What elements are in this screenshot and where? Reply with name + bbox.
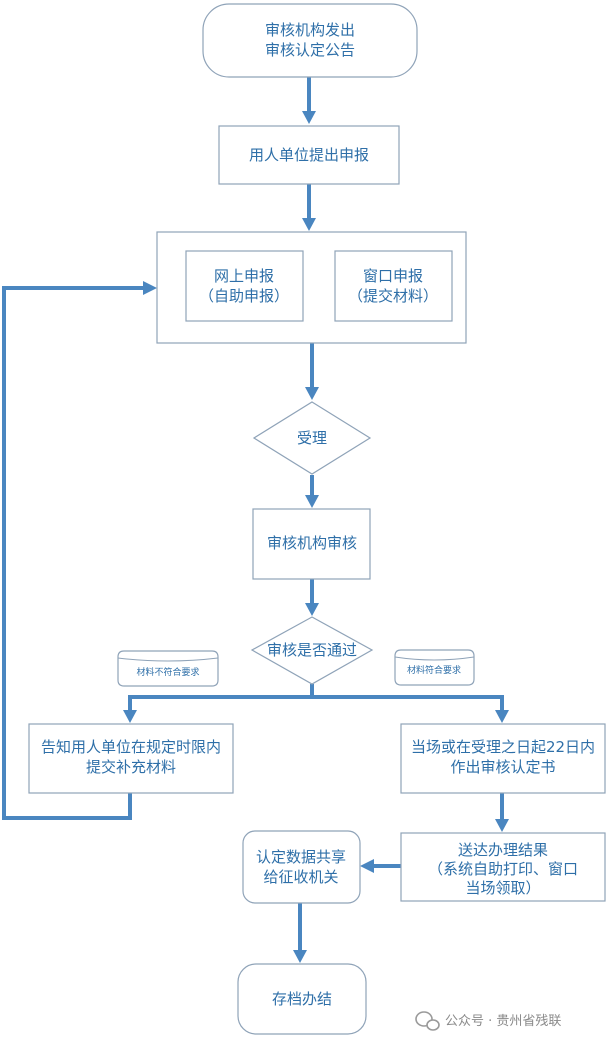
deliver-line-3: 当场领取） xyxy=(465,879,540,897)
tag-ok: 材料符合要求 xyxy=(394,649,475,686)
archive-label: 存档办结 xyxy=(272,990,332,1008)
online-line-2: （自助申报） xyxy=(199,287,289,305)
apply-label: 用人单位提出申报 xyxy=(249,146,369,164)
node-notify: 告知用人单位在规定时限内 提交补充材料 xyxy=(28,723,234,794)
node-share: 认定数据共享 给征收机关 xyxy=(242,830,361,904)
accept-label: 受理 xyxy=(297,429,327,447)
deliver-line-1: 送达办理结果 xyxy=(458,841,548,859)
node-decision: 当场或在受理之日起22日内 作出审核认定书 xyxy=(400,723,606,794)
connectors xyxy=(2,77,509,963)
node-pass: 审核是否通过 xyxy=(250,616,374,685)
ok-tag-label: 材料符合要求 xyxy=(407,664,461,676)
announce-line-1: 审核机构发出 xyxy=(265,21,355,39)
node-apply: 用人单位提出申报 xyxy=(218,125,400,185)
wechat-icon xyxy=(415,1011,440,1031)
watermark-text: 公众号 · 贵州省残联 xyxy=(445,1014,561,1029)
fail-tag-label: 材料不符合要求 xyxy=(136,666,199,678)
online-line-1: 网上申报 xyxy=(214,267,274,285)
decision-line-1: 当场或在受理之日起22日内 xyxy=(411,738,595,756)
announce-line-2: 审核认定公告 xyxy=(265,41,355,59)
review-label: 审核机构审核 xyxy=(267,534,357,552)
notify-line-2: 提交补充材料 xyxy=(86,758,176,776)
share-line-1: 认定数据共享 xyxy=(256,848,346,866)
node-archive: 存档办结 xyxy=(237,963,367,1035)
watermark: 公众号 · 贵州省残联 xyxy=(415,1011,561,1031)
notify-line-1: 告知用人单位在规定时限内 xyxy=(41,738,221,756)
window-line-1: 窗口申报 xyxy=(363,267,423,285)
deliver-line-2: （系统自助打印、窗口 xyxy=(428,860,578,878)
node-deliver: 送达办理结果 （系统自助打印、窗口 当场领取） xyxy=(400,832,606,902)
node-accept: 受理 xyxy=(252,401,372,475)
window-line-2: （提交材料） xyxy=(348,287,438,305)
share-line-2: 给征收机关 xyxy=(263,868,338,886)
decision-line-2: 作出审核认定书 xyxy=(450,758,555,776)
pass-label: 审核是否通过 xyxy=(267,641,357,659)
node-review: 审核机构审核 xyxy=(252,508,371,580)
node-announce: 审核机构发出 审核认定公告 xyxy=(202,3,418,78)
node-submit-group: 网上申报 （自助申报） 窗口申报 （提交材料） xyxy=(156,231,467,344)
tag-fail: 材料不符合要求 xyxy=(117,650,219,687)
